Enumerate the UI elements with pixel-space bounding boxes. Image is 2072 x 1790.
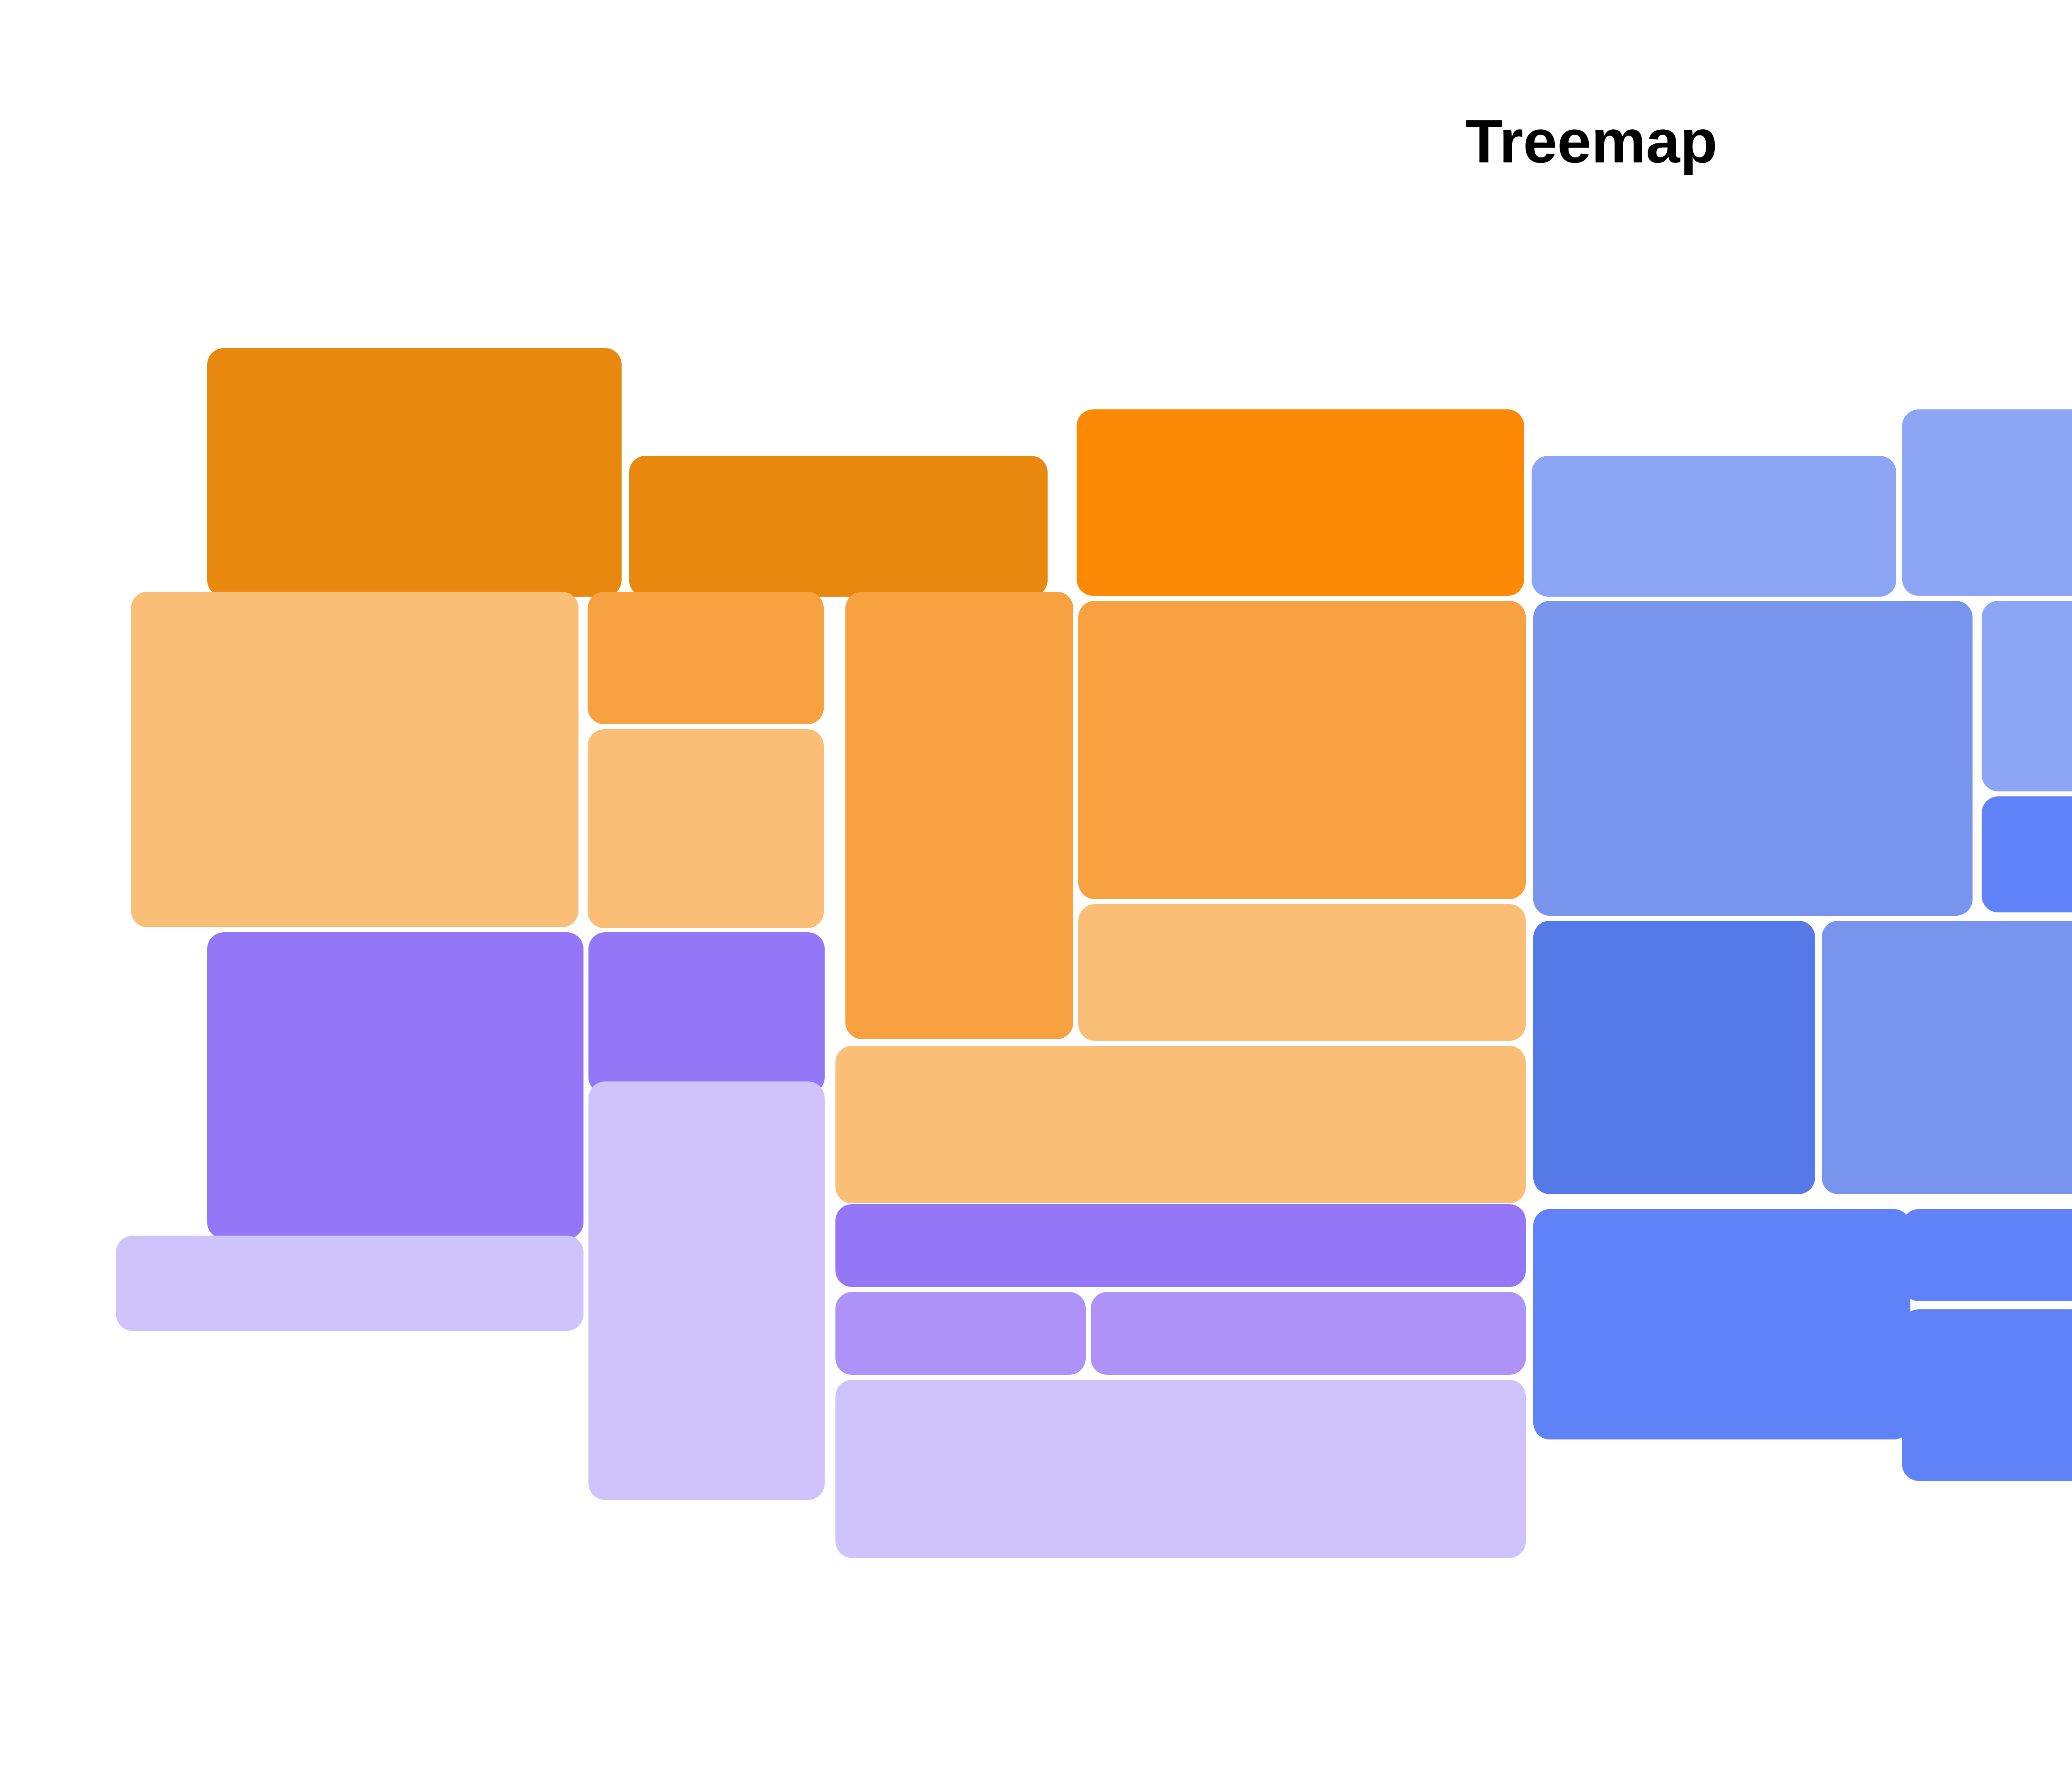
treemap-tile[interactable] [1078, 601, 1526, 899]
page-title: Treemap [1465, 107, 1718, 176]
treemap-tile[interactable] [1982, 601, 2072, 791]
treemap-tile[interactable] [629, 456, 1048, 597]
treemap-tile[interactable] [1982, 796, 2072, 912]
treemap-tile[interactable] [588, 1081, 825, 1500]
treemap-tile[interactable] [835, 1046, 1526, 1203]
treemap-tile[interactable] [1533, 1209, 1910, 1439]
treemap-tile[interactable] [1533, 601, 1973, 916]
treemap-tile[interactable] [835, 1204, 1526, 1287]
treemap-tile[interactable] [588, 932, 825, 1094]
treemap-tile[interactable] [1902, 409, 2072, 596]
treemap-tile[interactable] [1822, 921, 2072, 1194]
treemap-tile[interactable] [1902, 1309, 2072, 1481]
treemap-tile[interactable] [588, 592, 824, 724]
treemap-tile[interactable] [131, 592, 579, 927]
treemap-tile[interactable] [1902, 1209, 2072, 1301]
treemap-tile[interactable] [835, 1380, 1526, 1558]
treemap-tile[interactable] [1091, 1292, 1526, 1375]
treemap-tile[interactable] [1078, 904, 1526, 1041]
treemap-tile[interactable] [588, 729, 824, 928]
treemap-tile[interactable] [1077, 409, 1524, 596]
treemap-tile[interactable] [1532, 456, 1896, 597]
treemap-tile[interactable] [207, 932, 583, 1239]
treemap-tile[interactable] [207, 348, 622, 597]
treemap-tile[interactable] [835, 1292, 1086, 1375]
treemap-tile[interactable] [845, 592, 1073, 1039]
treemap-tile[interactable] [1533, 921, 1815, 1194]
treemap-tile[interactable] [116, 1236, 583, 1331]
